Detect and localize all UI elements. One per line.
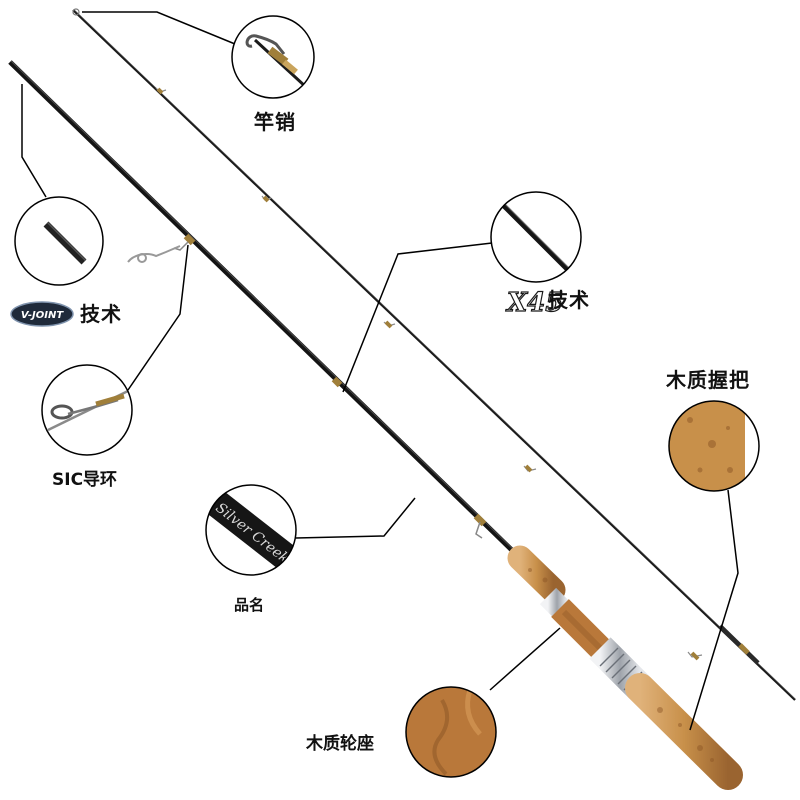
vjoint-detail-circle xyxy=(14,196,104,286)
vjoint-logo-text: V-JOINT xyxy=(21,310,64,321)
floating-guide xyxy=(127,245,181,263)
sic-guide-detail-circle xyxy=(41,364,133,456)
tip-detail-circle xyxy=(231,15,315,99)
reel-seat-detail-circle xyxy=(405,686,497,778)
x45-detail-circle xyxy=(490,191,582,283)
x45-logo-text: X45 xyxy=(505,288,563,318)
sic-guide-label: SIC导环 xyxy=(52,470,118,490)
wood-grip-label: 木质握把 xyxy=(666,368,750,392)
product-name-label: 品名 xyxy=(234,596,265,614)
tip-top-guide xyxy=(72,8,80,16)
x45-logo: X45 xyxy=(504,287,564,318)
rod-tip-label: 竿销 xyxy=(254,110,296,134)
callout-lines xyxy=(21,11,739,731)
grip-detail-circle xyxy=(668,400,760,492)
rod-butt-section xyxy=(8,60,522,560)
vjoint-logo: V-JOINT xyxy=(10,301,74,327)
tip-section-wraps xyxy=(156,87,700,661)
vjoint-tech-label: 技术 xyxy=(80,302,122,326)
wood-reel-seat-label: 木质轮座 xyxy=(306,734,374,754)
x45-tech-label: 技术 xyxy=(548,288,590,312)
rod-tip-section xyxy=(72,8,797,701)
rod-handle xyxy=(507,545,743,790)
product-name-detail-circle: Silver Creek xyxy=(205,484,297,576)
